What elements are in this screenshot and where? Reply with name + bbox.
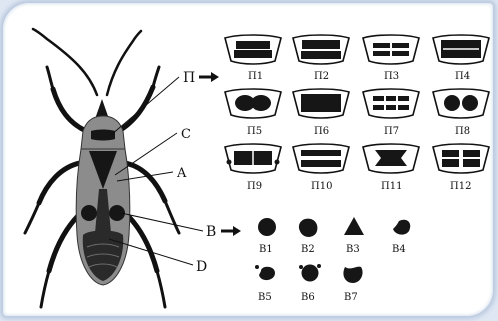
spot-shape (302, 265, 319, 282)
spot-shape-dot (255, 265, 259, 269)
pronotum-caption: П4 (455, 71, 470, 82)
spot-shape-dot (317, 264, 321, 268)
pronotum-pattern-grid (225, 35, 489, 173)
pronotum-caption: П8 (455, 126, 470, 137)
spot-shape (259, 267, 275, 280)
bug-body (76, 99, 130, 285)
pronotum-caption: П1 (248, 71, 263, 82)
pronotum-caption: П5 (247, 126, 262, 137)
left-spot (81, 205, 97, 221)
spot-shape-dot (299, 265, 303, 269)
pronotum-caption: П10 (311, 181, 332, 192)
spot-caption: B5 (258, 292, 272, 303)
callout-a: A (176, 166, 187, 181)
spot-shape (393, 220, 410, 235)
spot-caption: B2 (301, 244, 315, 255)
spot-shape (258, 218, 276, 236)
pronotum-pattern (293, 144, 349, 173)
arrow-spots (221, 226, 241, 236)
callout-b: B (206, 224, 216, 240)
pronotum-caption: П11 (381, 181, 402, 192)
pronotum-pattern (433, 35, 489, 64)
callout-pronotum: П (183, 70, 195, 86)
spot-shape (299, 219, 317, 237)
pronotum-caption: П2 (314, 71, 329, 82)
pronotum-caption: П7 (384, 126, 399, 137)
pronotum-pattern (293, 89, 349, 118)
callout-scutellum: C (181, 127, 191, 142)
pronotum-caption: П9 (247, 181, 262, 192)
pronotum-caption: П6 (314, 126, 329, 137)
pronotum-pattern (293, 35, 349, 64)
figure-canvas: П C A B D (3, 3, 493, 316)
pronotum-pattern (225, 89, 281, 118)
spot-shape (344, 217, 364, 235)
pronotum-pattern (225, 144, 281, 173)
pronotum-pattern (225, 35, 281, 64)
pronotum-caption: П12 (450, 181, 471, 192)
spot-captions: B1 B2 B3 B4 B5 B6 B7 (258, 244, 406, 303)
spot-shape (343, 267, 362, 283)
pronotum-pattern (363, 89, 419, 118)
spot-caption: B7 (344, 292, 358, 303)
pronotum-pattern (363, 35, 419, 64)
spot-caption: B6 (301, 292, 315, 303)
spot-caption: B3 (346, 244, 360, 255)
pronotum-captions: П1 П2 П3 П4 П5 П6 П7 П8 П9 П10 П11 П12 (247, 71, 471, 192)
spot-shape-grid (255, 217, 410, 283)
callout-d: D (196, 259, 207, 275)
arrow-pronotum (199, 72, 219, 82)
pronotum-pattern (433, 144, 489, 173)
pronotum-caption: П3 (384, 71, 399, 82)
pronotum-pattern (363, 144, 419, 173)
pronotum-pattern (433, 89, 489, 118)
spot-caption: B1 (259, 244, 273, 255)
spot-caption: B4 (392, 244, 406, 255)
figure-frame: П C A B D (3, 3, 493, 316)
